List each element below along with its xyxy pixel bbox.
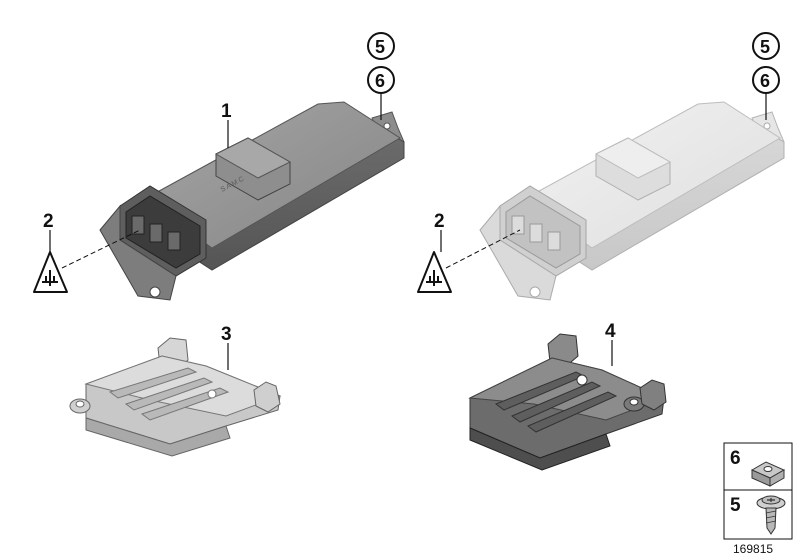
legend-label-6: 6 xyxy=(730,448,741,469)
svg-text:5: 5 xyxy=(375,37,385,57)
connector-leader-left xyxy=(61,229,141,269)
part-label-4: 4 xyxy=(605,321,616,342)
control-unit-light xyxy=(479,101,785,301)
screw-icon xyxy=(756,495,786,535)
ref-circle-5-right: 5 xyxy=(752,32,780,60)
part-label-1: 1 xyxy=(221,101,232,122)
legend-box: 6 5 xyxy=(723,442,793,540)
legend-label-5: 5 xyxy=(730,495,741,516)
ref-circle-5-left: 5 xyxy=(367,32,395,60)
connector-leader-right xyxy=(445,229,521,269)
document-number: 169815 xyxy=(733,542,773,556)
svg-text:6: 6 xyxy=(760,71,770,91)
ref-circle-6-left: 6 xyxy=(367,66,395,94)
part-label-2-right: 2 xyxy=(434,211,445,232)
svg-text:6: 6 xyxy=(375,71,385,91)
part-label-3: 3 xyxy=(221,324,232,345)
bracket-part-3 xyxy=(69,337,282,457)
svg-text:5: 5 xyxy=(760,37,770,57)
plug-warning-icon xyxy=(33,251,68,293)
control-unit-dark: S A M C xyxy=(99,101,405,301)
ref-circle-6-right: 6 xyxy=(752,66,780,94)
part-label-2-left: 2 xyxy=(43,211,54,232)
plug-warning-icon xyxy=(417,251,452,293)
clip-nut-icon xyxy=(750,461,786,487)
bracket-part-4 xyxy=(468,333,667,471)
